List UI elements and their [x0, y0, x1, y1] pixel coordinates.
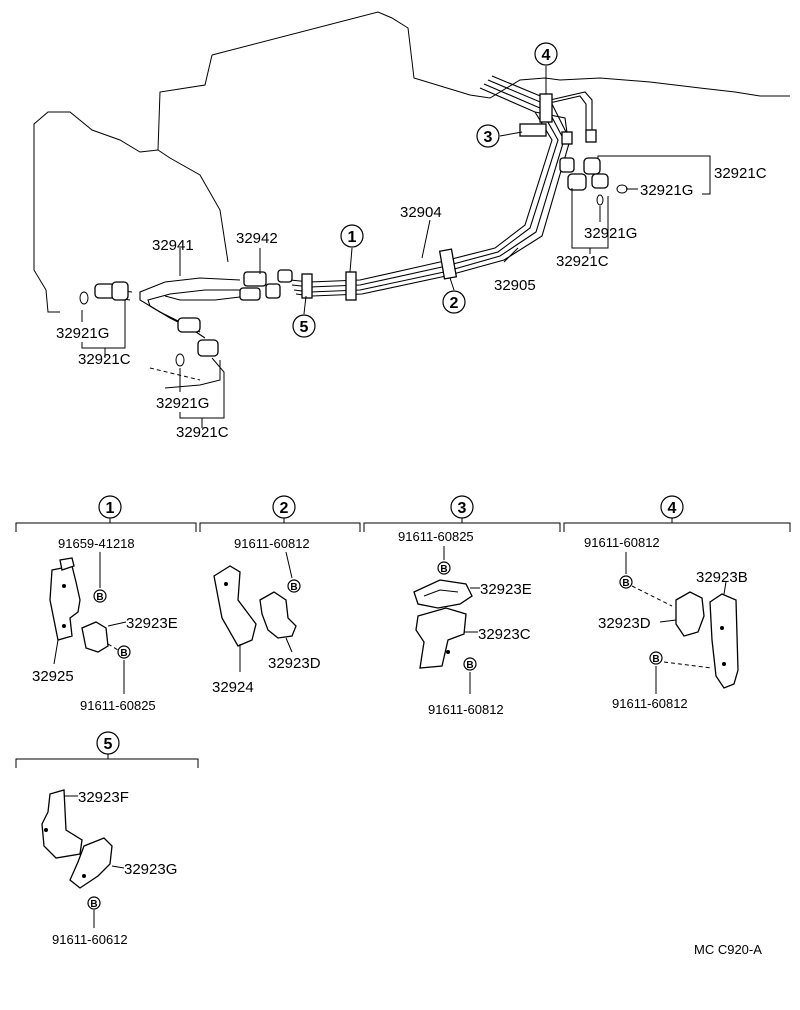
callout-4: 4: [534, 42, 558, 66]
d2-bolt-marker: B: [290, 582, 297, 593]
d3-bolt-top-label: 91611-60825: [398, 529, 474, 544]
fitting-hose-end-4: [277, 269, 293, 283]
d4-bolt-marker-bottom: B: [652, 654, 659, 665]
label-32921g-left: 32921G: [56, 325, 109, 342]
d5-bolt-label: 91611-60612: [52, 932, 128, 947]
d4-bracket-label: 32923B: [696, 569, 748, 586]
d1-bolt-marker-top: B: [96, 592, 103, 603]
d5-bolt-marker: B: [90, 899, 97, 910]
fitting-left-upper-2: [111, 281, 129, 301]
fitting-hose-end-3: [265, 283, 281, 299]
label-32921g-right: 32921G: [640, 182, 693, 199]
d2-bracket: [213, 565, 257, 647]
tube-clamps: [301, 93, 553, 301]
label-32921c-right-top: 32921C: [714, 165, 767, 182]
diagram-code: MC C920-A: [694, 942, 762, 957]
fitting-right-2: [567, 173, 587, 191]
detail-3: 3 91611-60825 B 32923E 32923C B 91611-60…: [363, 495, 561, 717]
label-32942: 32942: [236, 230, 278, 247]
d2-bolt-label: 91611-60812: [234, 536, 310, 551]
d1-bracket-label: 32925: [32, 668, 74, 685]
d2-bracket-label: 32924: [212, 679, 254, 696]
detail-1: 1 91659-41218 B 32923E B 91611-60825 329…: [15, 495, 197, 713]
d4-clamp: [675, 591, 705, 637]
gasket-left-1: [79, 291, 89, 305]
detail-3-num: 3: [458, 500, 467, 517]
gasket-left-2: [175, 353, 185, 367]
label-32904: 32904: [400, 204, 442, 221]
callout-1: 1: [340, 224, 364, 248]
detail-1-num: 1: [106, 500, 115, 517]
fitting-right-3: [583, 157, 601, 175]
fitting-left-lower: [197, 339, 219, 357]
callout-1-num: 1: [348, 229, 357, 246]
detail-4-num: 4: [668, 500, 677, 517]
leader-lines-top: [81, 66, 711, 428]
d1-bolt-top: [59, 557, 75, 571]
clamp-4-on-tube: [539, 93, 553, 123]
callout-2: 2: [442, 290, 466, 314]
clamp-1-on-tube: [345, 271, 357, 301]
fitting-right-1: [559, 157, 575, 173]
d3-clamp-top-label: 32923E: [480, 581, 532, 598]
callout-2-num: 2: [450, 295, 459, 312]
d4-bolt-marker-top: B: [622, 578, 629, 589]
detail-5: 5 32923F 32923G B 91611-60612: [15, 731, 199, 947]
label-32921c-left: 32921C: [78, 351, 131, 368]
d5-clamp-label: 32923G: [124, 861, 177, 878]
d3-bolt-bottom-label: 91611-60812: [428, 702, 504, 717]
engine-outline: [33, 11, 790, 389]
detail-2-num: 2: [280, 500, 289, 517]
detail-2: 2 91611-60812 B 32924 32923D: [199, 495, 361, 696]
label-32921c-left-2: 32921C: [176, 424, 229, 441]
d3-bolt-marker-top: B: [440, 564, 447, 575]
gasket-right-1: [616, 184, 628, 194]
d5-clamp: [69, 837, 113, 889]
d5-bracket-label: 32923F: [78, 789, 129, 806]
label-32905: 32905: [494, 277, 536, 294]
detail-5-num: 5: [104, 736, 113, 753]
d4-bolt-bottom-label: 91611-60812: [612, 696, 688, 711]
d1-bolt-marker-bottom: B: [120, 648, 127, 659]
d1-clamp-label: 32923E: [126, 615, 178, 632]
gasket-right-2: [596, 194, 604, 206]
d1-bolt-top-label: 91659-41218: [58, 536, 135, 551]
d5-bracket: [41, 789, 83, 859]
d4-clamp-label: 32923D: [598, 615, 651, 632]
callout-3-num: 3: [484, 129, 493, 146]
d2-clamp: [259, 591, 297, 639]
d3-bolt-marker-bottom: B: [466, 660, 473, 671]
d3-clamp-bottom-label: 32923C: [478, 626, 531, 643]
fitting-hose-end-2: [239, 287, 261, 301]
label-32921c-right-2: 32921C: [556, 253, 609, 270]
fitting-right-4: [591, 173, 609, 189]
d3-clamp-bottom: [415, 607, 467, 669]
d4-bracket: [709, 593, 739, 689]
tube-fittings: [94, 129, 609, 357]
d4-bolt-top-label: 91611-60812: [584, 535, 660, 550]
d1-bolt-bottom-label: 91611-60825: [80, 698, 156, 713]
clamp-2-on-tube: [438, 248, 458, 280]
clamp-5-on-tube: [301, 273, 313, 299]
fitting-right-stub-2: [585, 129, 597, 143]
fitting-hose-end-1: [243, 271, 267, 287]
d2-clamp-label: 32923D: [268, 655, 321, 672]
d3-clamp-top: [413, 579, 473, 609]
label-32921g-left-2: 32921G: [156, 395, 209, 412]
d1-bracket: [49, 565, 81, 641]
clamp-3-on-tube: [519, 123, 547, 137]
callout-5: 5: [292, 314, 316, 338]
callout-4-num: 4: [542, 47, 551, 64]
label-32921g-right-2: 32921G: [584, 225, 637, 242]
detail-4: 4 91611-60812 B 32923D 32923B B 91611-60…: [563, 495, 791, 711]
callout-5-num: 5: [300, 319, 309, 336]
label-32941: 32941: [152, 237, 194, 254]
callout-3: 3: [476, 124, 500, 148]
fitting-right-stub-1: [561, 131, 573, 145]
fitting-left-mid: [177, 317, 201, 333]
d1-clamp: [81, 621, 109, 653]
